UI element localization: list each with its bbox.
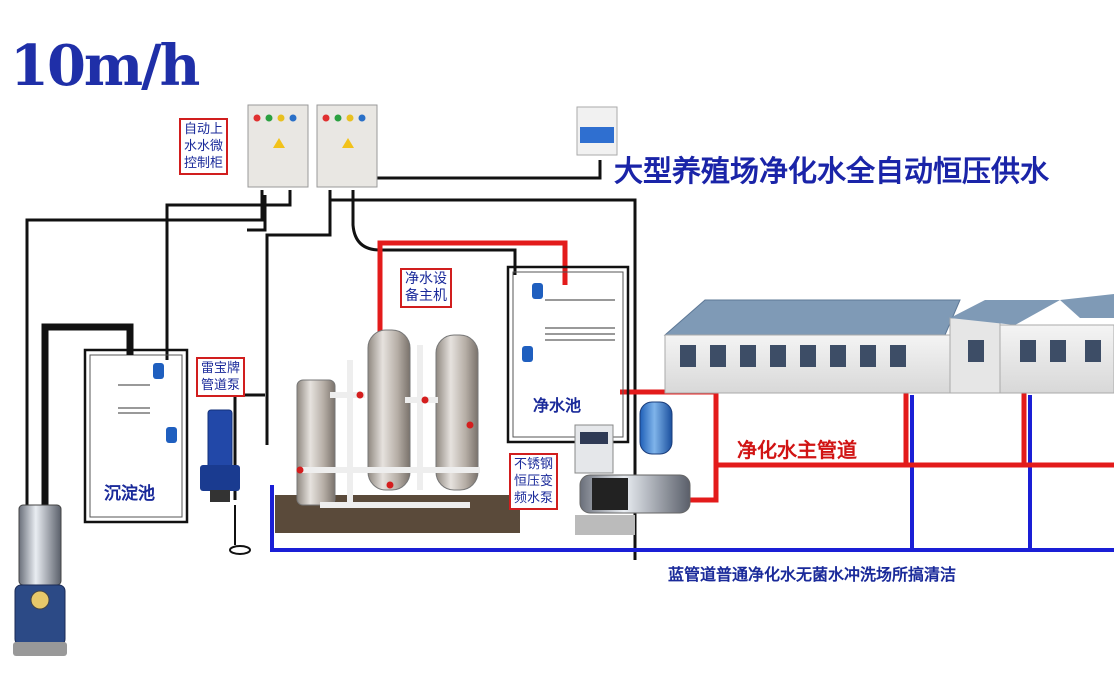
float-switch-icon: [153, 283, 543, 443]
blue-pipe: [270, 395, 1114, 552]
clean-water-tank: [506, 265, 630, 444]
diagram-title: 大型养殖场净化水全自动恒压供水: [614, 154, 1050, 188]
callout-variable-pump: 不锈钢 恒压变 频水泵: [509, 453, 559, 510]
wire-cabinet2-float: [351, 190, 517, 275]
submersible-pump-icon: [13, 504, 67, 656]
circuit-breaker-icon: [576, 106, 618, 156]
callout-purifier-host: 净水设 备主机: [400, 268, 452, 308]
purifier-host-icon: [275, 329, 520, 533]
control-cabinet-2: [316, 104, 378, 188]
sediment-tank: [41, 323, 189, 650]
control-wires: [25, 160, 637, 560]
sediment-tank-label: 沉淀池: [104, 484, 155, 504]
wire-breaker: [330, 160, 602, 180]
variable-frequency-pump-icon: [574, 401, 691, 535]
flow-rate-label: 10m/h: [10, 33, 200, 99]
blue-pipe-label: 蓝管道普通净化水无菌水冲洗场所搞清洁: [668, 565, 957, 584]
callout-control-cabinet: 自动上 水水微 控制柜: [179, 118, 229, 175]
main-pipe-label: 净化水主管道: [737, 438, 857, 462]
control-cabinet-1: [247, 104, 309, 188]
drain-icon: [229, 505, 251, 555]
farm-buildings-icon: [663, 294, 1114, 394]
pipeline-pump-icon: [200, 409, 240, 502]
callout-pipe-pump: 雷宝牌 管道泵: [196, 357, 246, 397]
wire-sediment-float: [165, 190, 292, 360]
clean-tank-label: 净水池: [533, 396, 582, 415]
